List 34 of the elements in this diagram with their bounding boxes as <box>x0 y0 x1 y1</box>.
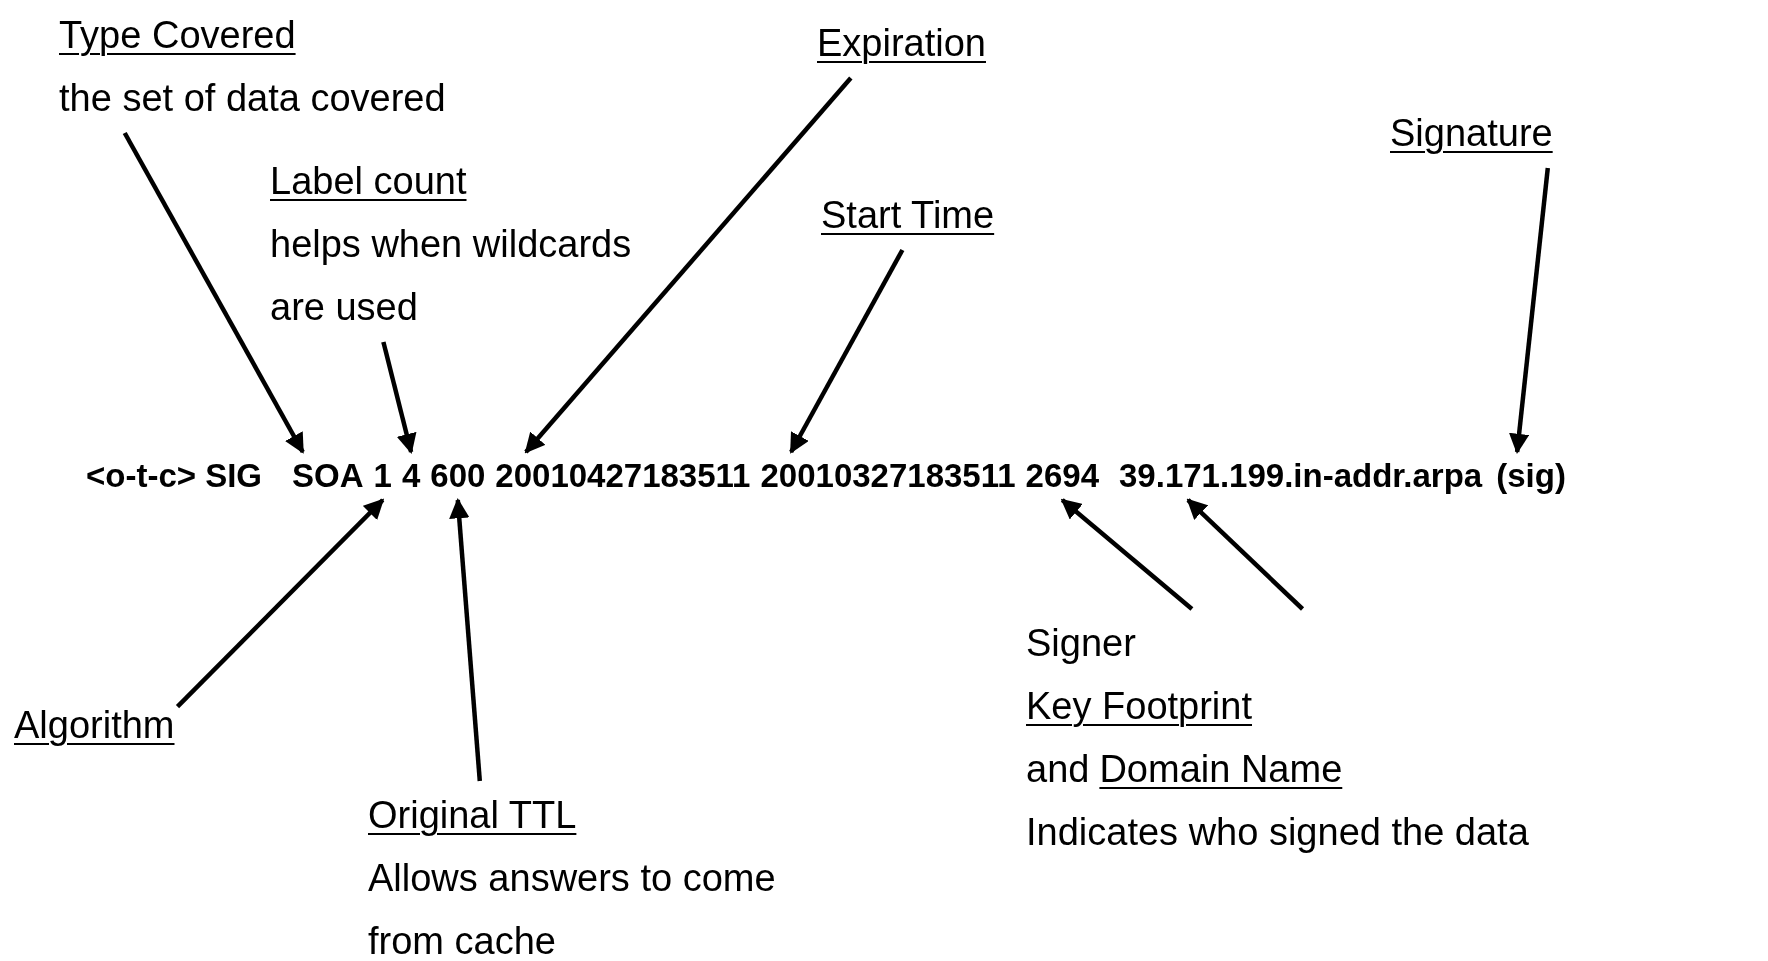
field-name: Start Time <box>821 193 995 238</box>
record-field: 20010327183511 <box>760 456 1016 496</box>
field-name: Domain Name <box>1099 747 1343 792</box>
field-name: Algorithm <box>14 703 175 748</box>
record-field: 4 <box>401 456 421 496</box>
field-name: Signature <box>1390 111 1553 156</box>
record-field: 39.171.199.in-addr.arpa <box>1119 456 1483 496</box>
record-field: (sig) <box>1496 456 1566 496</box>
field-name: Expiration <box>817 21 986 66</box>
record-field: <o-t-c> SIG <box>86 456 263 496</box>
field-description: the set of data covered <box>59 76 446 121</box>
arrow <box>789 248 905 454</box>
arrow <box>1186 498 1305 611</box>
field-name: Label count <box>270 159 467 204</box>
field-description: Signer <box>1026 621 1136 666</box>
field-description: Allows answers to come from cache <box>368 856 777 961</box>
arrow <box>175 498 385 709</box>
field-description: and <box>1026 747 1090 792</box>
record-field: 600 <box>430 456 486 496</box>
field-description: helps when wildcards are used <box>270 222 633 330</box>
field-description: Indicates who signed the data <box>1026 810 1529 855</box>
field-name: Type Covered <box>59 13 296 58</box>
record-field: SOA <box>292 456 364 496</box>
field-name: Key Footprint <box>1026 684 1252 729</box>
arrow <box>449 498 483 782</box>
record-field: 20010427183511 <box>495 456 751 496</box>
arrow <box>381 341 417 454</box>
arrow <box>1509 167 1551 454</box>
arrow <box>1060 498 1194 611</box>
record-field: 1 <box>373 456 392 496</box>
record-field: 2694 <box>1025 456 1099 496</box>
arrow <box>122 131 305 454</box>
arrow <box>524 76 853 454</box>
field-name: Original TTL <box>368 793 577 838</box>
